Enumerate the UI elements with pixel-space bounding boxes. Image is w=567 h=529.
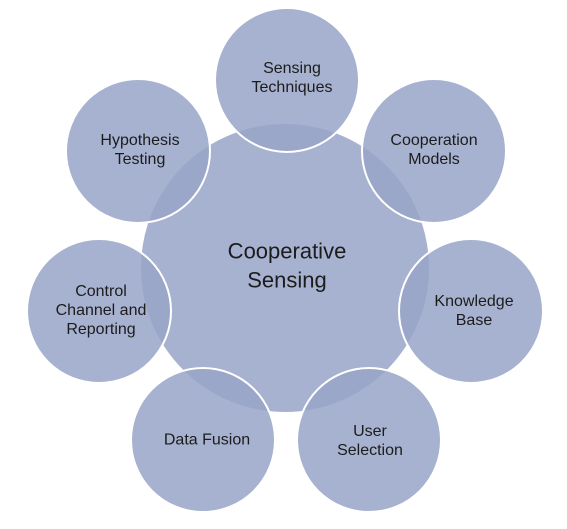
node-circle-sensing-techniques — [214, 7, 360, 153]
node-circle-cooperation-models — [361, 78, 507, 224]
node-circle-data-fusion — [130, 367, 276, 513]
node-label-line: User — [353, 422, 387, 440]
node-label-knowledge-base: Knowledge Base — [434, 292, 513, 330]
node-label-sensing-techniques: Sensing Techniques — [252, 59, 333, 97]
node-label-cooperation-models: Cooperation Models — [390, 131, 477, 169]
node-circle-knowledge-base — [398, 238, 544, 384]
node-label-control-channel-and-reporting: Control Channel and Reporting — [56, 282, 147, 340]
node-label-line: Techniques — [251, 79, 333, 96]
node-label-line: Channel and — [55, 302, 147, 320]
node-label-line: Sensing — [263, 59, 321, 77]
node-label-line: Control — [75, 283, 127, 301]
node-label-line: Hypothesis — [100, 131, 180, 149]
node-label-user-selection: User Selection — [337, 422, 403, 460]
node-circle-control-channel-and-reporting — [26, 238, 172, 384]
node-label-line: Testing — [114, 151, 166, 168]
node-label-line: Cooperation — [390, 131, 478, 149]
node-label-line: Base — [455, 312, 493, 329]
node-label-line: Selection — [337, 442, 403, 459]
node-label-line: Data Fusion — [163, 431, 251, 449]
center-label: Cooperative Sensing — [228, 237, 347, 294]
node-circle-user-selection — [296, 367, 442, 513]
node-label-line: Models — [408, 151, 460, 168]
center-label-line: Cooperative — [227, 238, 347, 264]
node-label-hypothesis-testing: Hypothesis Testing — [100, 131, 179, 169]
center-label-line: Sensing — [247, 267, 327, 292]
node-label-data-fusion: Data Fusion — [164, 430, 250, 449]
node-circle-hypothesis-testing — [65, 78, 211, 224]
node-label-line: Reporting — [66, 321, 136, 339]
node-label-line: Knowledge — [434, 292, 514, 310]
